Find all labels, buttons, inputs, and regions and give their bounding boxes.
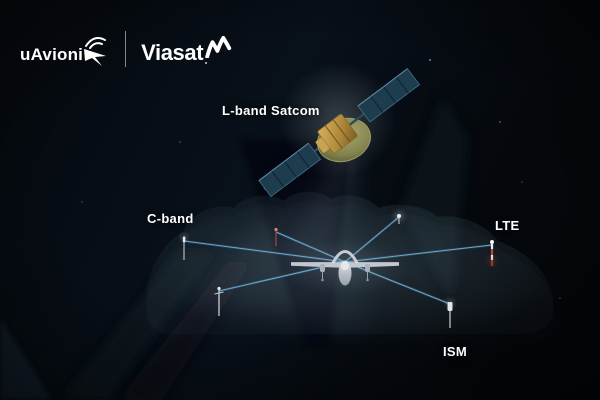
lte-cell-tower-icon <box>488 240 496 266</box>
uav-drone-icon <box>283 240 407 296</box>
background-sparkles <box>81 59 561 299</box>
relay-mast-upper-icon <box>274 227 278 246</box>
airplane-with-signal-arcs-icon <box>84 37 107 66</box>
label-lband-satcom: L-band Satcom <box>222 103 320 118</box>
viasat-m-swoosh-icon <box>205 35 232 58</box>
brand-bar: uAvioni Viasat <box>20 28 233 70</box>
uavionix-logo-text: uAvioni <box>20 45 84 64</box>
label-lte: LTE <box>495 218 520 233</box>
viasat-logo: Viasat <box>141 34 233 64</box>
viasat-logo-text: Viasat <box>141 40 204 65</box>
uavionix-logo: uAvioni <box>20 35 110 66</box>
label-cband: C-band <box>147 211 194 226</box>
ism-antenna-icon <box>447 300 453 328</box>
relay-mast-lower-left-icon <box>214 286 224 316</box>
label-ism: ISM <box>443 344 468 359</box>
cband-antenna-icon <box>181 234 187 260</box>
relay-antenna-top-icon <box>394 211 404 224</box>
logo-divider <box>125 31 127 67</box>
viasat-trademark-dot <box>204 61 208 64</box>
satellite-icon <box>258 62 421 198</box>
